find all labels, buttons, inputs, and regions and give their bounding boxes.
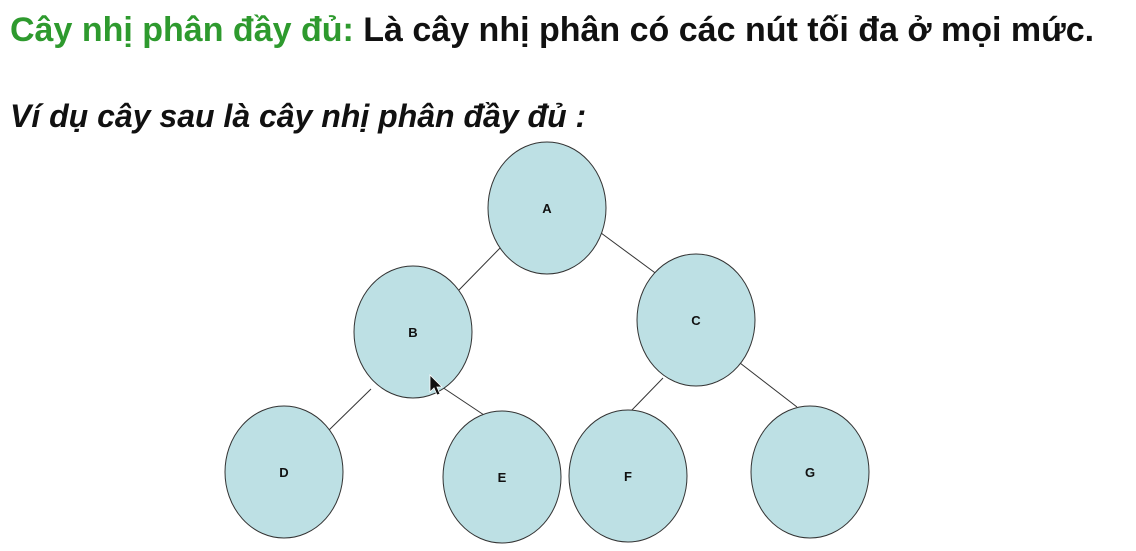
tree-node-a: A [487, 141, 607, 275]
tree-node-f: F [568, 409, 688, 543]
tree-node-b: B [353, 265, 473, 399]
tree-node-c: C [636, 253, 756, 387]
tree-node-d-label: D [279, 465, 288, 480]
edge-b-d [326, 388, 372, 433]
tree-node-d: D [224, 405, 344, 539]
edge-a-b [457, 244, 504, 292]
tree-node-f-label: F [624, 469, 632, 484]
mouse-pointer-icon [429, 374, 443, 396]
tree-node-g: G [750, 405, 870, 539]
example-caption: Ví dụ cây sau là cây nhị phân đầy đủ : [10, 98, 587, 134]
tree-node-b-label: B [408, 325, 417, 340]
tree-node-e: E [442, 410, 562, 544]
edge-a-c [596, 229, 659, 276]
edge-c-f [629, 377, 664, 413]
tree-node-e-label: E [498, 470, 507, 485]
definition-text: Là cây nhị phân có các nút tối đa ở mọi … [353, 11, 1095, 49]
term-label: Cây nhị phân đầy đủ: [10, 11, 354, 49]
edge-c-g [739, 362, 798, 408]
edge-b-e [441, 386, 485, 416]
tree-node-g-label: G [805, 465, 815, 480]
tree-node-c-label: C [691, 313, 701, 328]
tree-node-a-label: A [542, 201, 552, 216]
definition-heading: Cây nhị phân đầy đủ: Là cây nhị phân có … [10, 8, 1130, 52]
